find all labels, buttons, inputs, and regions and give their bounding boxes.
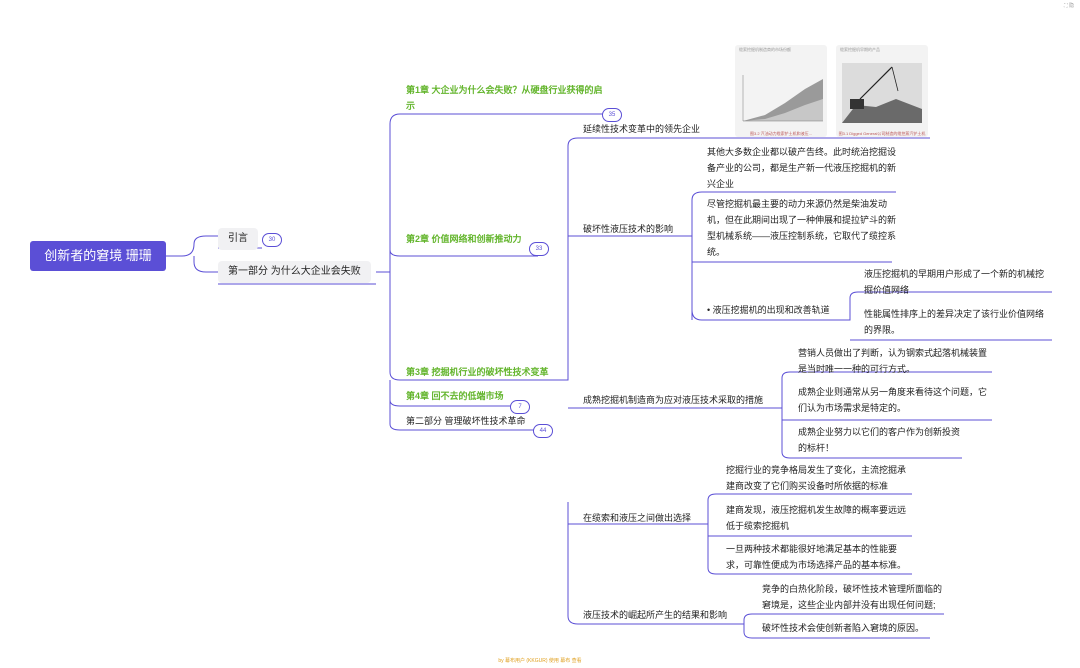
node-chapter-1[interactable]: 第1章 大企业为什么会失败？从硬盘行业获得的启示 (406, 85, 603, 111)
node-part-two[interactable]: 第二部分 管理破坏性技术革命 (406, 416, 526, 426)
node-note[interactable]: 性能属性排序上的差异决定了该行业价值网络的界限。 (864, 309, 1045, 335)
node-part-one[interactable]: 第一部分 为什么大企业会失败 (218, 261, 371, 283)
collapsed-count-badge[interactable]: 44 (533, 424, 553, 438)
node-note[interactable]: 破坏性技术会使创新者陷入窘境的原因。 (762, 623, 925, 633)
node-topic-hydraulic-impact[interactable]: 破坏性液压技术的影响 (583, 224, 674, 234)
thumbnail-footer: 图3.1 Digged General公司制造的缆控蒸汽铲土机 (838, 131, 926, 136)
thumbnail-caption: 缆索挖掘机早期的产品 (840, 47, 880, 52)
area-chart-image (742, 75, 823, 122)
node-topic-choice[interactable]: 在缆索和液压之间做出选择 (583, 513, 692, 523)
node-note[interactable]: • 液压挖掘机的出现和改善轨道 (707, 305, 830, 315)
node-note[interactable]: 成熟企业努力以它们的客户作为创新投资的标杆！ (798, 427, 961, 453)
node-note[interactable]: 其他大多数企业都以破产告终。此时统治挖掘设备产业的公司，都是生产新一代液压挖掘机… (707, 147, 897, 189)
node-chapter-3[interactable]: 第3章 挖掘机行业的破坏性技术变革 (406, 367, 549, 377)
thumbnail-caption: 缆索挖掘机制造商的市场份额 (739, 47, 791, 52)
thumbnail-footer: 图3.2 汽油动力缆索铲土机和液压... (749, 131, 812, 136)
collapsed-count-badge[interactable]: 35 (602, 108, 622, 122)
node-note[interactable]: 建商发现，液压挖掘机发生故障的概率要远远低于缆索挖掘机 (726, 505, 907, 531)
collapsed-count-badge[interactable]: 7 (510, 400, 530, 414)
node-note[interactable]: 一旦两种技术都能很好地满足基本的性能要求，可靠性便成为市场选择产品的基本标准。 (726, 544, 907, 570)
footer-credit[interactable]: by 幕布用户 (KKGUR) 使用 幕布 查看 (498, 658, 582, 664)
node-chapter-2[interactable]: 第2章 价值网络和创新推动力 (406, 234, 522, 244)
node-note[interactable]: 挖掘行业的竞争格局发生了变化，主流挖掘承建商改变了它们购买设备时所依据的标准 (726, 465, 907, 491)
node-note[interactable]: 液压挖掘机的早期用户形成了一个新的机械挖掘价值网络 (864, 269, 1045, 295)
node-note[interactable]: 营销人员做出了判断，认为钢索式起落机械装置是当时唯一一种的可行方式。 (798, 348, 988, 374)
mindmap-root-node[interactable]: 创新者的窘境 珊珊 (30, 241, 166, 271)
node-note[interactable]: 尽管挖掘机最主要的动力来源仍然是柴油发动机，但在此期间出现了一种伸展和提拉铲斗的… (707, 199, 897, 257)
node-note[interactable]: 成熟企业则通常从另一角度来看待这个问题，它们认为市场需求是特定的。 (798, 387, 988, 413)
node-topic-leading-firms[interactable]: 延续性技术变革中的领先企业 (583, 124, 701, 134)
collapsed-count-badge[interactable]: 33 (529, 242, 549, 256)
node-note[interactable]: 竞争的白热化阶段，破坏性技术管理所面临的窘境是，这些企业内部并没有出现任何问题; (762, 584, 943, 610)
node-intro[interactable]: 引言 (218, 228, 258, 250)
excavator-photo (842, 63, 922, 123)
collapsed-count-badge[interactable]: 30 (262, 233, 282, 247)
chart-thumbnail[interactable]: 缆索挖掘机制造商的市场份额 图3.2 汽油动力缆索铲土机和液压... (735, 45, 827, 137)
fullscreen-toggle[interactable]: ⛶ 隐 (1064, 3, 1074, 9)
node-topic-responses[interactable]: 成熟挖掘机制造商为应对液压技术采取的措施 (583, 395, 764, 405)
node-topic-results[interactable]: 液压技术的崛起所产生的结果和影响 (583, 610, 728, 620)
photo-thumbnail[interactable]: 缆索挖掘机早期的产品 图3.1 Digged General公司制造的缆控蒸汽铲… (836, 45, 928, 137)
node-chapter-4[interactable]: 第4章 回不去的低端市场 (406, 391, 504, 401)
